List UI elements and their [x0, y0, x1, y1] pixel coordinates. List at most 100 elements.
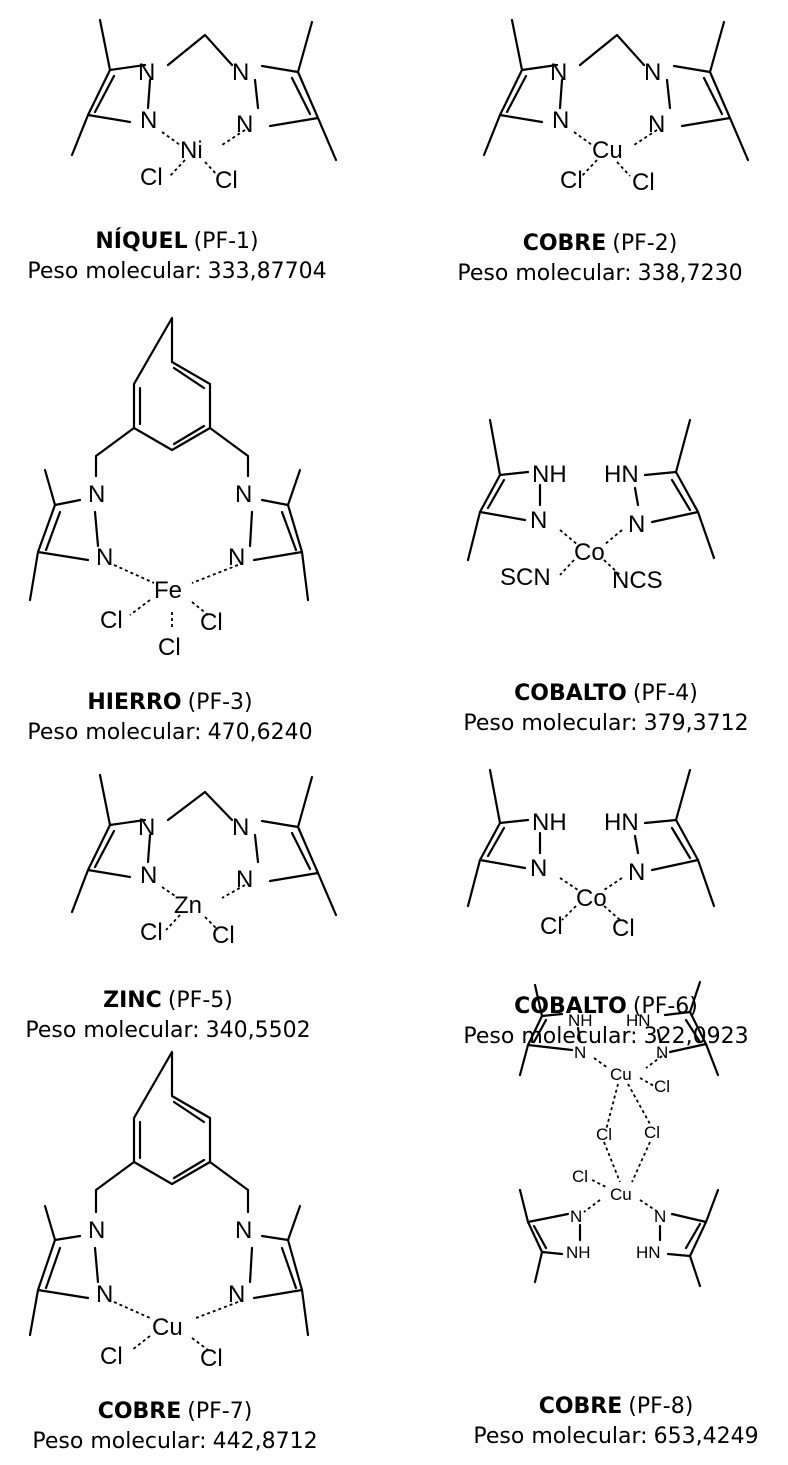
structure-pf-3: N N N N Fe Cl Cl Cl: [28, 316, 310, 661]
metal-name: COBALTO: [514, 681, 627, 706]
metal-symbol: Co: [574, 539, 605, 566]
atom-n: N: [552, 107, 569, 134]
weight-value: 442,8712: [213, 1429, 318, 1454]
metal-name: HIERRO: [87, 690, 181, 715]
atom-n: N: [656, 1043, 668, 1062]
ligand-label: Cl: [596, 1125, 612, 1144]
metal-name: NÍQUEL: [95, 228, 187, 254]
weight-label: Peso molecular:: [473, 1424, 647, 1449]
ligand-label: Cl: [612, 915, 635, 942]
structure-pf-6: NH N HN N Co Cl Cl: [466, 768, 716, 942]
atom-nh: NH: [566, 1243, 591, 1262]
weight-label: Peso molecular:: [32, 1429, 206, 1454]
atom-n: N: [96, 1281, 113, 1308]
atom-n: N: [232, 59, 249, 86]
weight-value: 653,4249: [654, 1424, 759, 1449]
metal-symbol: Cu: [610, 1185, 632, 1204]
ligand-label: Cl: [654, 1077, 670, 1096]
weight-label: Peso molecular:: [25, 1018, 199, 1043]
compound-code: (PF-5): [168, 988, 233, 1013]
ligand-label: NCS: [612, 567, 663, 594]
metal-name: ZINC: [103, 988, 162, 1013]
compound-code: (PF-6): [633, 994, 698, 1019]
weight-label: Peso molecular:: [457, 261, 631, 286]
molecular-weight: Peso molecular: 653,4249: [473, 1424, 758, 1449]
molecular-weight: Peso molecular:333,87704: [27, 259, 326, 284]
atom-n: N: [530, 855, 547, 882]
compound-code: (PF-2): [612, 231, 677, 256]
molecular-weight: Peso molecular: 338,7230: [457, 261, 742, 286]
caption-pf-3: HIERRO(PF-3) Peso molecular:470,6240: [27, 690, 312, 745]
metal-name: COBRE: [98, 1399, 182, 1424]
metal-symbol: Co: [576, 885, 607, 912]
atom-n: N: [88, 481, 105, 508]
ligand-label: Cl: [158, 634, 181, 661]
metal-symbol: Zn: [174, 892, 202, 919]
ligand-label: Cl: [200, 1345, 223, 1372]
atom-n: N: [235, 1217, 252, 1244]
caption-pf-6: COBALTO(PF-6) Peso molecular: 322,0923: [463, 994, 748, 1049]
atom-n: N: [654, 1207, 666, 1226]
atom-n: N: [140, 862, 157, 889]
atom-nh: NH: [532, 809, 567, 836]
atom-hn: HN: [636, 1243, 661, 1262]
metal-symbol: Cu: [152, 1314, 183, 1341]
metal-name: COBALTO: [514, 994, 627, 1019]
weight-label: Peso molecular:: [463, 1024, 637, 1049]
weight-value: 379,3712: [644, 711, 749, 736]
metal-symbol: Cu: [592, 137, 623, 164]
atom-n: N: [138, 59, 155, 86]
structure-pf-1: N N N N Ni Cl Cl: [70, 18, 338, 194]
caption-title: HIERRO(PF-3): [87, 690, 252, 715]
caption-title: COBRE(PF-7): [98, 1399, 253, 1424]
atom-n: N: [232, 814, 249, 841]
caption-pf-5: ZINC(PF-5) Peso molecular:340,5502: [25, 988, 310, 1043]
caption-pf-4: COBALTO(PF-4) Peso molecular:379,3712: [463, 681, 748, 736]
ligand-label: Cl: [140, 164, 163, 191]
ligand-label: Cl: [140, 919, 163, 946]
molecular-weight: Peso molecular: 322,0923: [463, 1024, 748, 1049]
caption-title: COBRE(PF-8): [539, 1394, 694, 1419]
ligand-label: Cl: [644, 1123, 660, 1142]
caption-pf-2: COBRE(PF-2) Peso molecular: 338,7230: [457, 231, 742, 286]
atom-nh: NH: [568, 1011, 593, 1030]
metal-symbol: Fe: [154, 577, 182, 604]
caption-pf-7: COBRE(PF-7) Peso molecular: 442,8712: [32, 1399, 317, 1454]
atom-n: N: [628, 859, 645, 886]
molecular-weight: Peso molecular:470,6240: [27, 720, 312, 745]
weight-label: Peso molecular:: [463, 711, 637, 736]
atom-n: N: [530, 507, 547, 534]
structure-pf-4: NH N HN N Co SCN NCS: [466, 418, 716, 594]
weight-value: 338,7230: [638, 261, 743, 286]
structure-pf-5: N N N N Zn Cl Cl: [70, 773, 338, 949]
atom-n: N: [96, 544, 113, 571]
ligand-label: Cl: [200, 609, 223, 636]
caption-title: NÍQUEL(PF-1): [95, 228, 258, 254]
ligand-label: Cl: [540, 913, 563, 940]
atom-n: N: [228, 1281, 245, 1308]
atom-n: N: [628, 511, 645, 538]
atom-n: N: [235, 481, 252, 508]
compound-code: (PF-8): [628, 1394, 693, 1419]
weight-value: 322,0923: [644, 1024, 749, 1049]
caption-pf-1: NÍQUEL(PF-1) Peso molecular:333,87704: [27, 228, 326, 284]
caption-pf-8: COBRE(PF-8) Peso molecular: 653,4249: [473, 1394, 758, 1449]
ligand-label: SCN: [500, 564, 551, 591]
atom-n: N: [88, 1217, 105, 1244]
caption-title: ZINC(PF-5): [103, 988, 233, 1013]
atom-nh: NH: [532, 461, 567, 488]
metal-name: COBRE: [539, 1394, 623, 1419]
atom-hn: HN: [604, 809, 639, 836]
atom-n: N: [140, 107, 157, 134]
weight-value: 333,87704: [208, 259, 327, 284]
ligand-label: Cl: [100, 607, 123, 634]
caption-title: COBRE(PF-2): [523, 231, 678, 256]
weight-value: 470,6240: [208, 720, 313, 745]
ligand-label: Cl: [572, 1167, 588, 1186]
atom-n: N: [648, 111, 665, 138]
metal-name: COBRE: [523, 231, 607, 256]
metal-symbol: Ni: [180, 137, 203, 164]
metal-symbol: Cu: [610, 1065, 632, 1084]
atom-hn: HN: [604, 461, 639, 488]
